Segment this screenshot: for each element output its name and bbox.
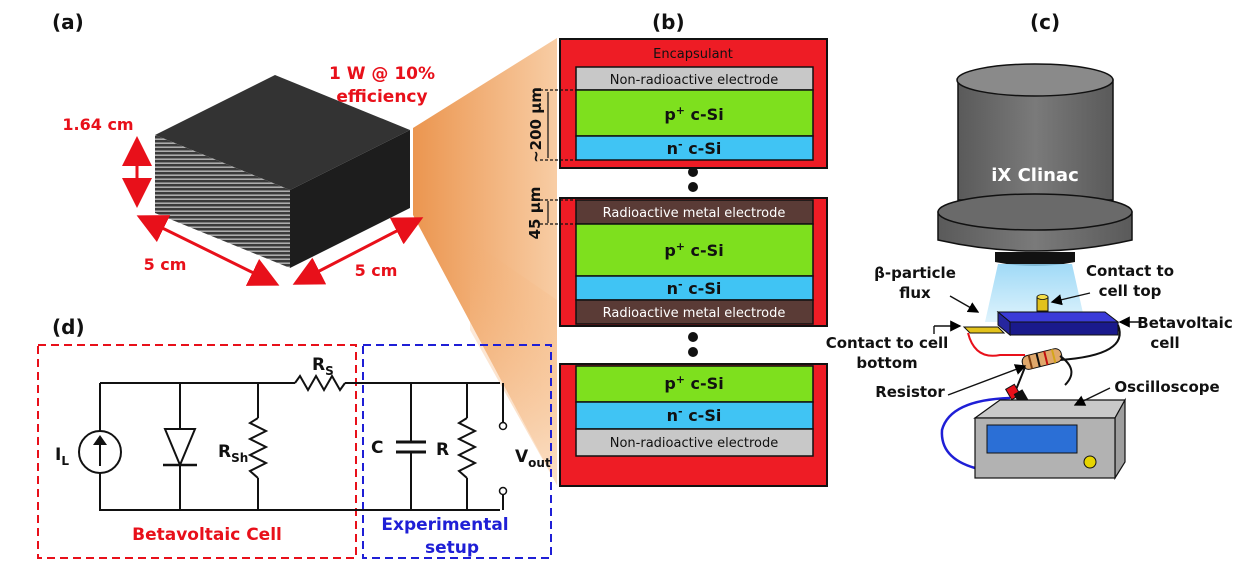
radio-electrode-1: Radioactive metal electrode	[603, 206, 786, 221]
cell-label-line2: cell	[1150, 334, 1179, 352]
current-source-icon	[78, 430, 122, 474]
resistor	[1021, 348, 1063, 370]
width-left-arrow	[136, 215, 280, 286]
n-si-label-2: n- c-Si	[667, 278, 722, 298]
stack-top-block	[559, 38, 828, 169]
c-label: C	[371, 438, 383, 458]
dim-200-label: ~200 μm	[527, 87, 545, 163]
ellipsis-dot	[688, 182, 698, 192]
encapsulant-label: Encapsulant	[653, 47, 733, 62]
width-right-label: 5 cm	[355, 261, 398, 280]
ellipsis-dot	[688, 347, 698, 357]
stack-middle-block	[559, 197, 828, 327]
bottom-contact	[962, 326, 1006, 334]
il-label: IL	[55, 445, 69, 468]
rsh-label: RSh	[218, 442, 248, 465]
r-resistor-icon	[456, 417, 478, 479]
p-si-label-3: p+ c-Si	[664, 373, 723, 393]
diode-icon	[163, 428, 197, 468]
width-left-label: 5 cm	[144, 255, 187, 274]
n-si-label-3: n- c-Si	[667, 405, 722, 425]
vout-terminal-top	[498, 421, 508, 431]
panel-label-b: (b)	[652, 10, 685, 34]
clinac-label: iX Clinac	[991, 165, 1079, 186]
vout-label: Vout	[515, 447, 551, 470]
blue-probe-cable	[940, 396, 1011, 470]
n-si-label-1: n- c-Si	[667, 138, 722, 158]
bottom-contact-label-line2: bottom	[856, 354, 917, 372]
capacitor-icon	[396, 440, 426, 454]
top-contact-label-line2: cell top	[1099, 282, 1162, 300]
rs-resistor-icon	[294, 373, 346, 393]
oscilloscope-label: Oscilloscope	[1114, 378, 1219, 396]
betavoltaic-cell-label: Betavoltaic Cell	[132, 525, 282, 545]
ellipsis-dot	[688, 167, 698, 177]
p-si-label-1: p+ c-Si	[664, 104, 723, 124]
nonradio-electrode-top: Non-radioactive electrode	[610, 73, 779, 88]
black-wire	[1059, 324, 1121, 361]
power-label-line2: efficiency	[336, 87, 427, 107]
beta-flux-beam	[985, 264, 1085, 322]
oscilloscope	[973, 397, 1127, 481]
zoom-fan-fade	[470, 240, 557, 485]
vout-terminal-bottom	[498, 486, 508, 496]
radio-electrode-2: Radioactive metal electrode	[603, 306, 786, 321]
rsh-resistor-icon	[247, 417, 269, 479]
clinac-head	[937, 63, 1133, 266]
experimental-setup-box	[362, 344, 552, 559]
nonradio-electrode-bottom: Non-radioactive electrode	[610, 436, 779, 451]
ellipsis-dot	[688, 332, 698, 342]
betavoltaic-cell-box	[37, 344, 357, 559]
experimental-setup-label-line2: setup	[425, 538, 479, 558]
flux-label-line1: β-particle	[874, 264, 956, 282]
red-wire	[967, 332, 1025, 357]
flux-label-line2: flux	[899, 284, 931, 302]
cube-top	[155, 75, 410, 190]
cell-label-line1: Betavoltaic	[1137, 314, 1232, 332]
resistor-label: Resistor	[875, 383, 945, 401]
rs-label: RS	[312, 355, 334, 378]
betavoltaic-cell	[996, 311, 1120, 323]
top-contact-label-line1: Contact to	[1086, 262, 1174, 280]
width-right-arrow	[292, 217, 424, 285]
power-label-line1: 1 W @ 10%	[329, 64, 435, 84]
panel-label-d: (d)	[52, 315, 85, 339]
panel-label-a: (a)	[52, 10, 84, 34]
dim-45-label: 45 μm	[526, 187, 544, 240]
bottom-contact-label-line1: Contact to cell	[826, 334, 949, 352]
stack-bottom-block	[559, 363, 828, 487]
p-si-label-2: p+ c-Si	[664, 240, 723, 260]
r-label: R	[436, 440, 449, 460]
experimental-setup-label-line1: Experimental	[381, 515, 508, 535]
height-label: 1.64 cm	[62, 115, 133, 134]
panel-label-c: (c)	[1030, 10, 1060, 34]
circuit-wires	[99, 382, 504, 511]
